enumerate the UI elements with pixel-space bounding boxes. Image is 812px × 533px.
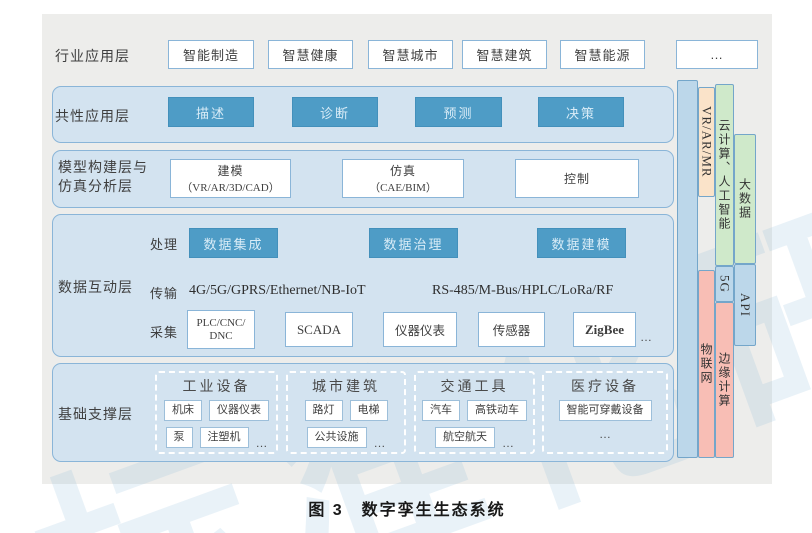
base-item: 仪器仪表 (209, 400, 269, 421)
model-layer-label-line1: 模型构建层与 (58, 159, 148, 175)
base-item: 电梯 (349, 400, 388, 421)
base-group-title: 工业设备 (182, 378, 251, 394)
common-item: 诊断 (292, 97, 378, 127)
common-item: 预测 (415, 97, 502, 127)
side-bar-api: API (734, 264, 756, 346)
data-layer-label: 数据互动层 (58, 279, 133, 295)
transfer-label: 传输 (150, 286, 179, 301)
base-group-industrial: 工业设备 机床 仪器仪表 泵 注塑机 … (155, 371, 278, 454)
model-box-title: 仿真 (389, 164, 416, 178)
process-item: 数据治理 (369, 228, 458, 258)
base-group-medical: 医疗设备 智能可穿戴设备 … (542, 371, 668, 454)
base-group-transport: 交通工具 汽车 高铁动车 航空航天 … (414, 371, 535, 454)
industry-item: 智慧健康 (268, 40, 353, 69)
base-item: 泵 (165, 427, 193, 448)
collect-box-line1: PLC/CNC/ (196, 316, 246, 329)
process-item: 数据建模 (537, 228, 626, 258)
base-item: 汽车 (422, 400, 460, 421)
base-group-title: 交通工具 (440, 378, 509, 394)
base-item: 智能可穿戴设备 (558, 400, 652, 421)
collect-box-scada: SCADA (285, 312, 353, 347)
side-bar-vr-ar-mr: VR/AR/MR (698, 87, 715, 197)
industry-item: 智慧城市 (368, 40, 453, 69)
industry-item-more: … (676, 40, 758, 69)
model-box-control: 控制 (515, 159, 639, 198)
process-label: 处理 (150, 237, 179, 252)
base-group-more: … (502, 436, 514, 450)
model-box-sub: （CAE/BIM） (369, 182, 437, 194)
base-item: 注塑机 (199, 427, 249, 448)
base-group-more: … (373, 436, 386, 450)
process-item: 数据集成 (189, 228, 278, 258)
side-bar-big-data: 大数据 (734, 134, 756, 264)
base-group-title: 医疗设备 (571, 378, 639, 394)
transfer-protocols-right: RS-485/M-Bus/HPLC/LoRa/RF (432, 283, 614, 298)
model-layer-label: 模型构建层与 仿真分析层 (58, 158, 148, 196)
common-item: 决策 (538, 97, 624, 127)
model-box-title: 控制 (563, 172, 590, 186)
model-box-title: 建模 (217, 164, 244, 178)
collect-box-sensor: 传感器 (478, 312, 545, 347)
model-layer-label-line2: 仿真分析层 (58, 178, 133, 194)
model-box-simulation: 仿真 （CAE/BIM） (342, 159, 464, 198)
industry-item: 智能制造 (168, 40, 254, 69)
collect-box-plc: PLC/CNC/ DNC (187, 310, 255, 349)
base-group-city: 城市建筑 路灯 电梯 公共设施 … (286, 371, 406, 454)
transfer-protocols-left: 4G/5G/GPRS/Ethernet/NB-IoT (189, 283, 366, 298)
side-bar-cloud-ai: 云计算、人工智能 (715, 84, 734, 266)
base-item: 路灯 (304, 400, 343, 421)
industry-item: 智慧建筑 (462, 40, 547, 69)
industry-item: 智慧能源 (560, 40, 645, 69)
industry-layer-label: 行业应用层 (55, 48, 130, 64)
base-layer-label: 基础支撑层 (58, 406, 133, 422)
side-bar-5g: 5G (715, 266, 734, 302)
collect-more: … (640, 330, 652, 344)
common-layer-label: 共性应用层 (55, 108, 130, 124)
collect-box-instruments: 仪器仪表 (383, 312, 457, 347)
side-bar-plain (677, 80, 698, 458)
common-item: 描述 (168, 97, 254, 127)
side-bar-edge-computing: 边缘计算 (715, 302, 734, 458)
base-item: 公共设施 (306, 427, 367, 448)
base-item: 航空航天 (435, 427, 495, 448)
base-group-title: 城市建筑 (312, 378, 380, 394)
figure-caption: 图 3 数字孪生生态系统 (308, 502, 506, 519)
base-group-more: … (599, 427, 611, 441)
base-item: 高铁动车 (467, 400, 527, 421)
model-box-modeling: 建模 （VR/AR/3D/CAD） (170, 159, 291, 198)
collect-box-zigbee: ZigBee (573, 312, 636, 347)
model-box-sub: （VR/AR/3D/CAD） (181, 182, 280, 194)
side-bar-iot: 物联网 (698, 270, 715, 458)
collect-box-line2: DNC (209, 329, 233, 342)
collect-label: 采集 (150, 325, 179, 340)
base-group-more: … (255, 436, 268, 450)
base-item: 机床 (164, 400, 202, 421)
